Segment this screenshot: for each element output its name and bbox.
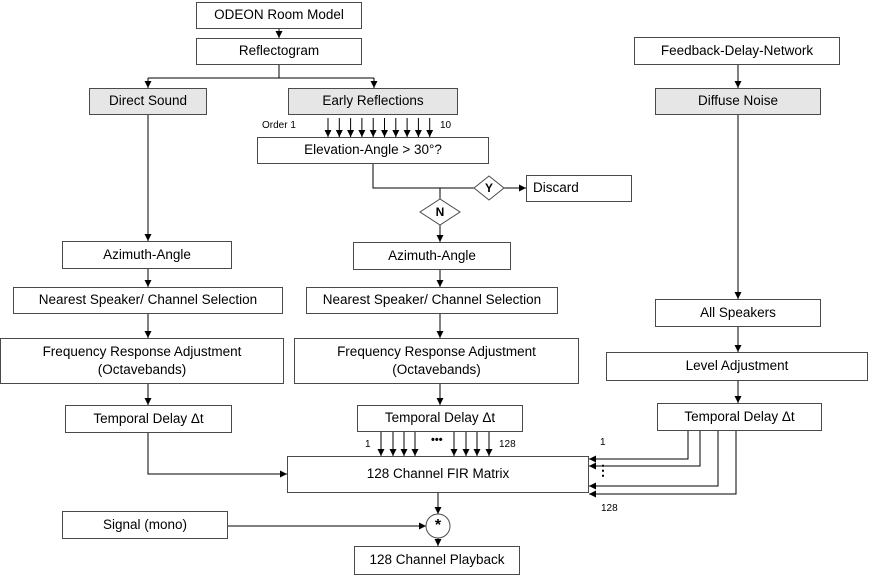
mid-channel-ellipsis: ••• xyxy=(431,434,443,446)
nearest-speaker-left-box: Nearest Speaker/ Channel Selection xyxy=(13,287,283,314)
signal-mono-box: Signal (mono) xyxy=(62,511,228,539)
nearest-speaker-mid-box: Nearest Speaker/ Channel Selection xyxy=(306,287,558,314)
temporal-delay-right-box: Temporal Delay Δt xyxy=(657,403,822,431)
diffuse-noise-box: Diffuse Noise xyxy=(655,88,821,115)
level-adjustment-box: Level Adjustment xyxy=(606,352,868,381)
decision-yes-diamond xyxy=(473,175,505,201)
edge-right-ch-128-43 xyxy=(589,431,737,498)
frequency-response-mid-box: Frequency Response Adjustment (Octaveban… xyxy=(294,338,579,384)
all-speakers-box: All Speakers xyxy=(655,299,821,327)
right-channel-ellipsis: ⋮ xyxy=(596,462,610,478)
azimuth-angle-left-box: Azimuth-Angle xyxy=(62,241,232,269)
decision-yes-label: Y xyxy=(484,181,494,195)
temporal-delay-left-box: Temporal Delay Δt xyxy=(65,405,232,433)
decision-no-diamond xyxy=(419,198,461,226)
right-channel-start-label: 1 xyxy=(600,437,606,448)
playback-box: 128 Channel Playback xyxy=(354,546,520,575)
feedback-delay-network-box: Feedback-Delay-Network xyxy=(634,37,840,65)
edge-elevation-yes-17 xyxy=(372,164,474,189)
temporal-delay-mid-box: Temporal Delay Δt xyxy=(357,405,523,432)
edge-right-ch-2-41 xyxy=(589,431,701,470)
order-start-label: Order 1 xyxy=(262,120,296,131)
elevation-check-box: Elevation-Angle > 30°? xyxy=(257,137,489,164)
early-reflections-box: Early Reflections xyxy=(288,88,458,115)
right-channel-end-label: 128 xyxy=(601,503,618,514)
edge-right-ch-3-42 xyxy=(589,431,719,490)
frequency-response-left-box: Frequency Response Adjustment (Octaveban… xyxy=(0,338,284,384)
convolution-symbol: * xyxy=(434,517,442,534)
azimuth-angle-mid-box: Azimuth-Angle xyxy=(353,242,511,270)
mid-channel-end-label: 128 xyxy=(499,439,516,450)
edge-right-ch-1-40 xyxy=(589,431,689,463)
order-end-label: 10 xyxy=(440,120,452,131)
convolution-node xyxy=(425,513,451,539)
fir-matrix-box: 128 Channel FIR Matrix xyxy=(287,456,589,493)
odeon-room-model-box: ODEON Room Model xyxy=(196,2,362,29)
discard-box: Discard xyxy=(526,175,632,202)
direct-sound-box: Direct Sound xyxy=(89,88,207,115)
reflectogram-box: Reflectogram xyxy=(196,38,362,65)
edge-delay-fir-left-25 xyxy=(147,433,287,478)
decision-no-label: N xyxy=(435,205,445,219)
mid-channel-start-label: 1 xyxy=(365,439,371,450)
